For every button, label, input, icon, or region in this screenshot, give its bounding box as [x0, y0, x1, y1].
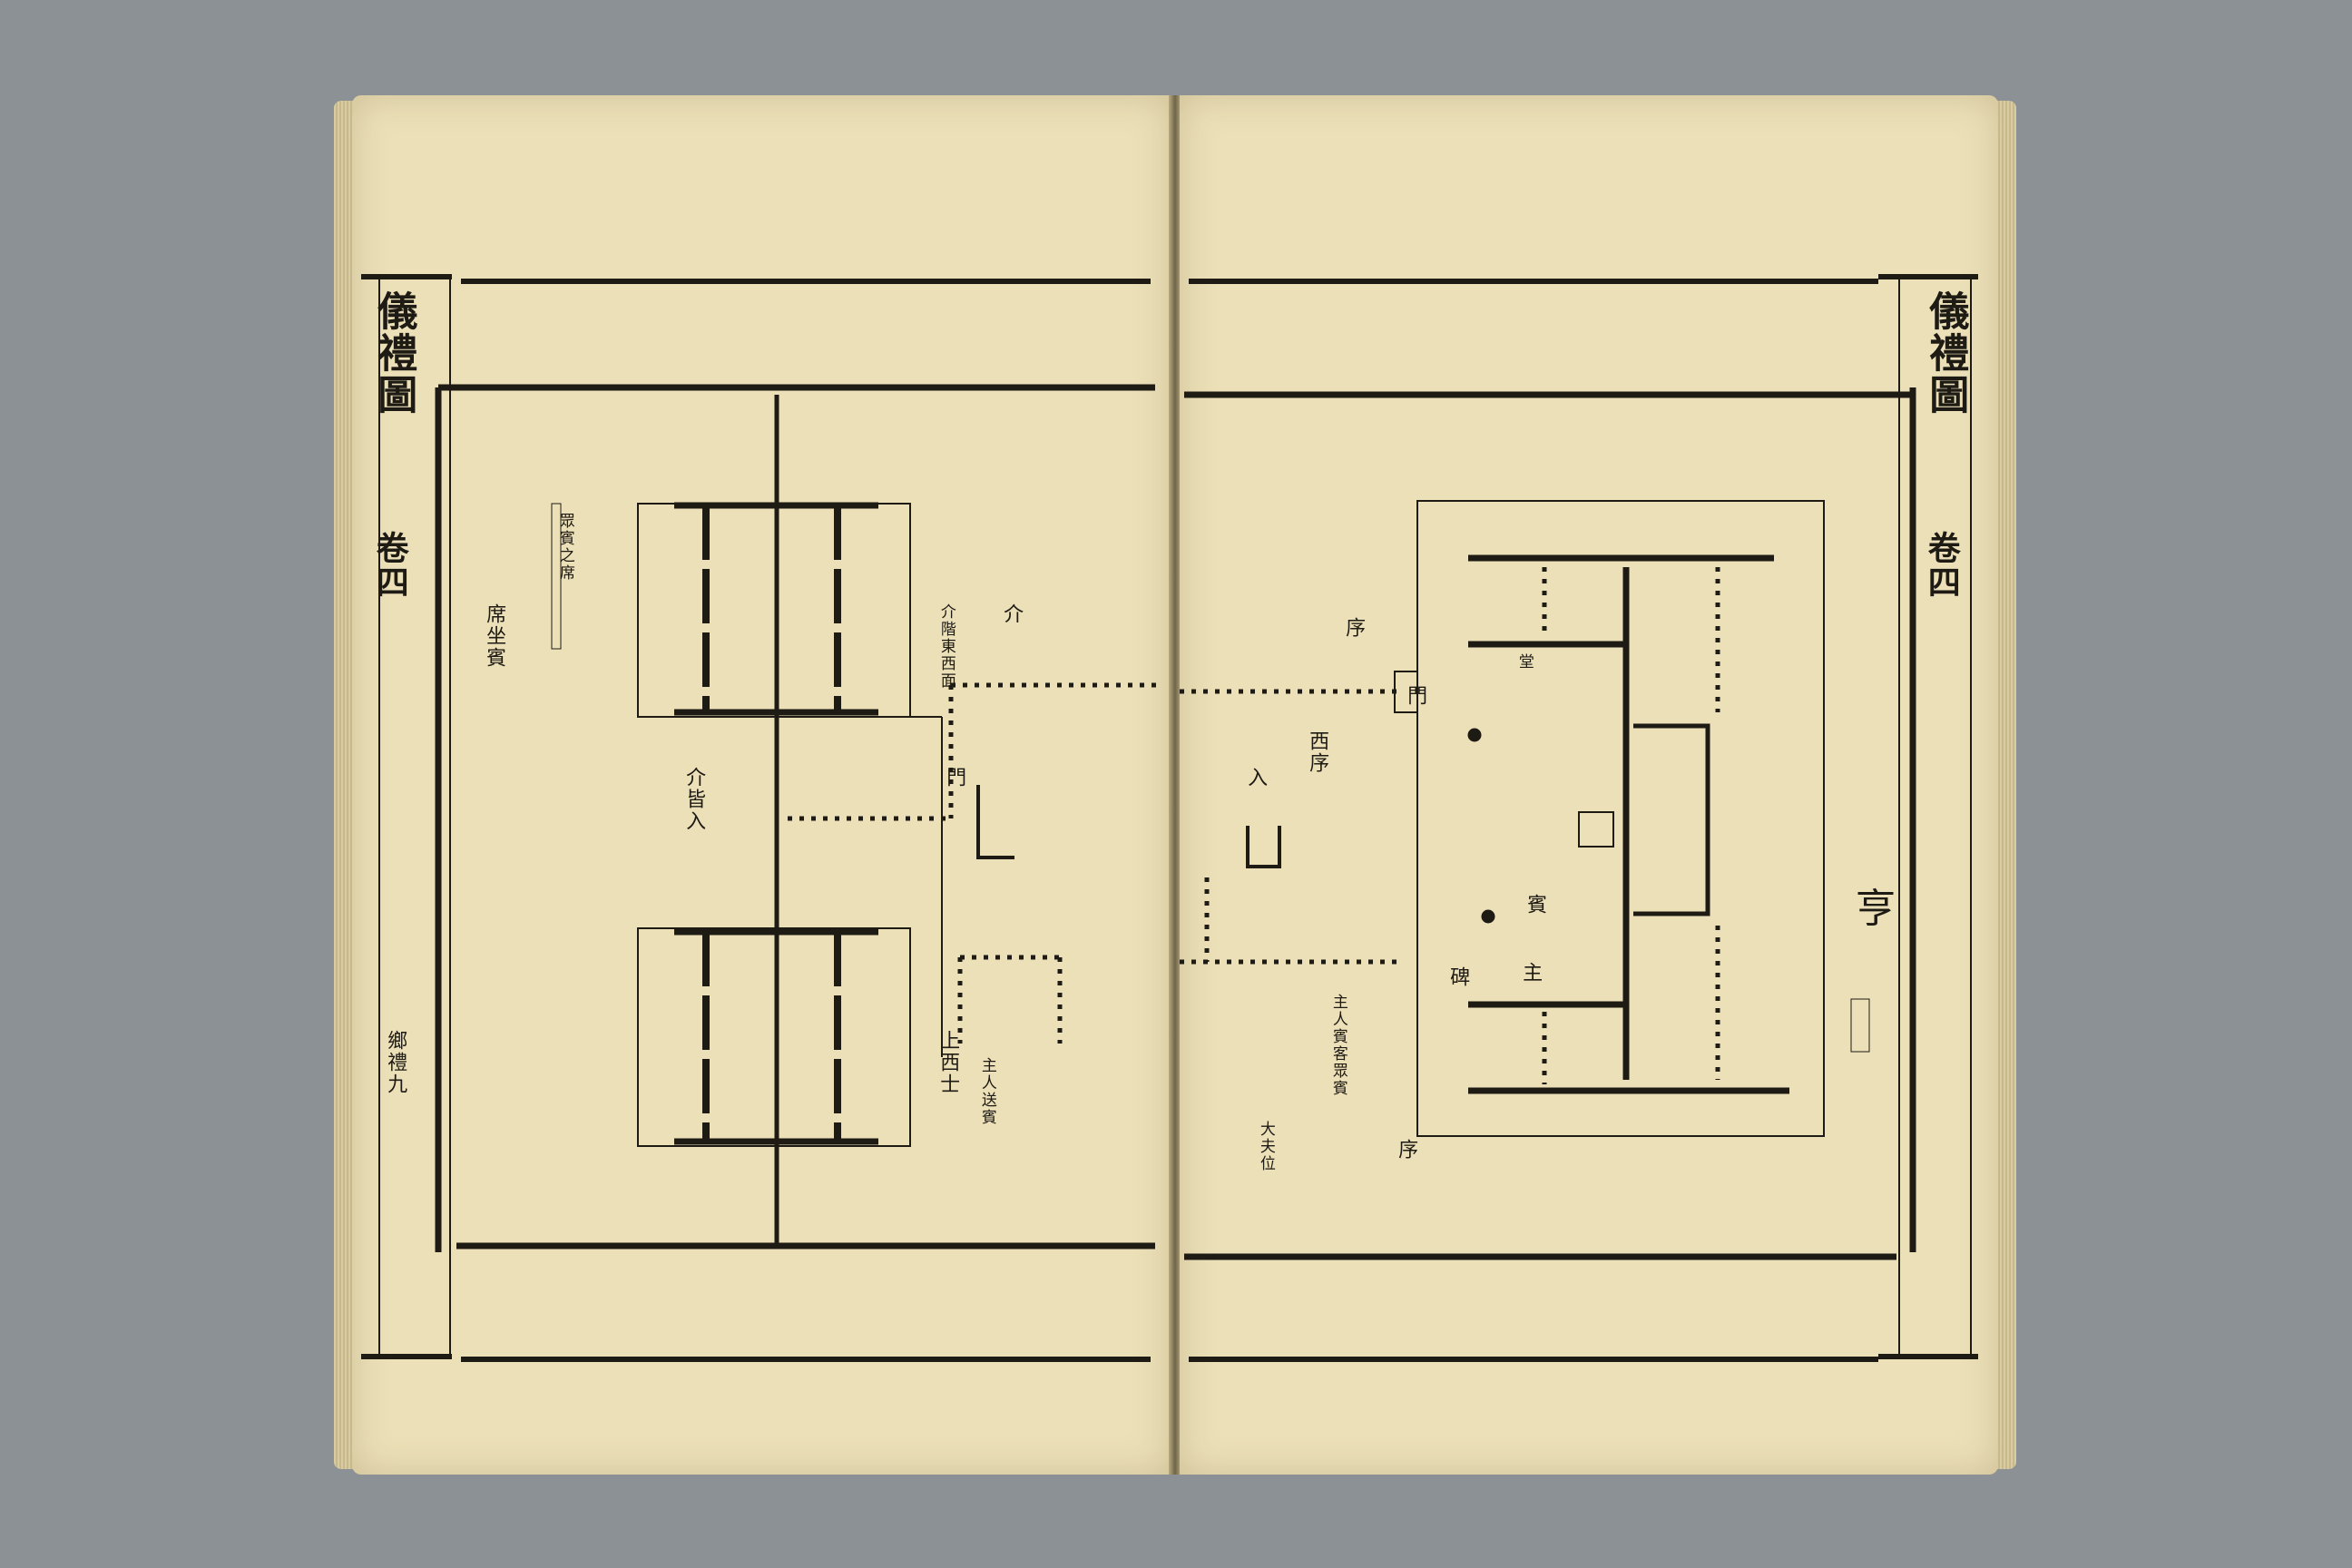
label-lower-note: 主人送賓: [977, 1057, 996, 1126]
right-plan-diagram: [1180, 274, 1978, 1362]
label-entry: 入: [1244, 767, 1268, 789]
label-outer-note: 大夫位: [1256, 1121, 1275, 1172]
folio: 鄉禮九: [384, 1030, 407, 1095]
label-gate-mark: 門: [943, 767, 966, 789]
right-margin-chapter: 卷四: [1922, 531, 1961, 600]
left-plan-diagram: [361, 274, 1160, 1362]
margin-chapter: 卷四: [370, 531, 409, 600]
label-corner-b: 序: [1395, 1139, 1418, 1161]
label-west-wall: 西序: [1306, 730, 1329, 774]
label-stone: 碑: [1446, 966, 1470, 988]
side-character: 亨: [1856, 886, 1896, 932]
book-spine: [1169, 95, 1181, 1475]
label-center-note: 介皆入: [682, 767, 706, 832]
label-gate: 門: [1404, 685, 1427, 707]
right-page: 儀禮圖 卷四 亨 西序 堂 門 入 主 賓 主人賓客眾賓 序 序 大夫位 碑: [1180, 95, 1998, 1475]
book-spread: 儀禮圖 卷四 鄉禮九 介階東西面 介 介皆入 眾賓之席 席坐賓 主人送賓 上西士…: [334, 95, 2016, 1475]
label-west-notes: 眾賓之席: [555, 513, 574, 582]
right-margin-title: 儀禮圖: [1922, 290, 1969, 416]
label-upper-west: 席坐賓: [483, 603, 506, 669]
label-ne-note: 介階東西面: [936, 603, 956, 690]
label-host-position: 主: [1519, 962, 1543, 984]
label-south-note: 主人賓客眾賓: [1328, 994, 1348, 1097]
label-east-position: 介: [1000, 603, 1024, 625]
margin-title: 儀禮圖: [370, 290, 417, 416]
label-north-room: 堂: [1514, 653, 1534, 671]
label-corner-a: 序: [1342, 617, 1366, 639]
label-guest-position: 賓: [1524, 894, 1547, 916]
label-south-west: 上西士: [936, 1030, 960, 1095]
left-page: 儀禮圖 卷四 鄉禮九 介階東西面 介 介皆入 眾賓之席 席坐賓 主人送賓 上西士…: [352, 95, 1171, 1475]
